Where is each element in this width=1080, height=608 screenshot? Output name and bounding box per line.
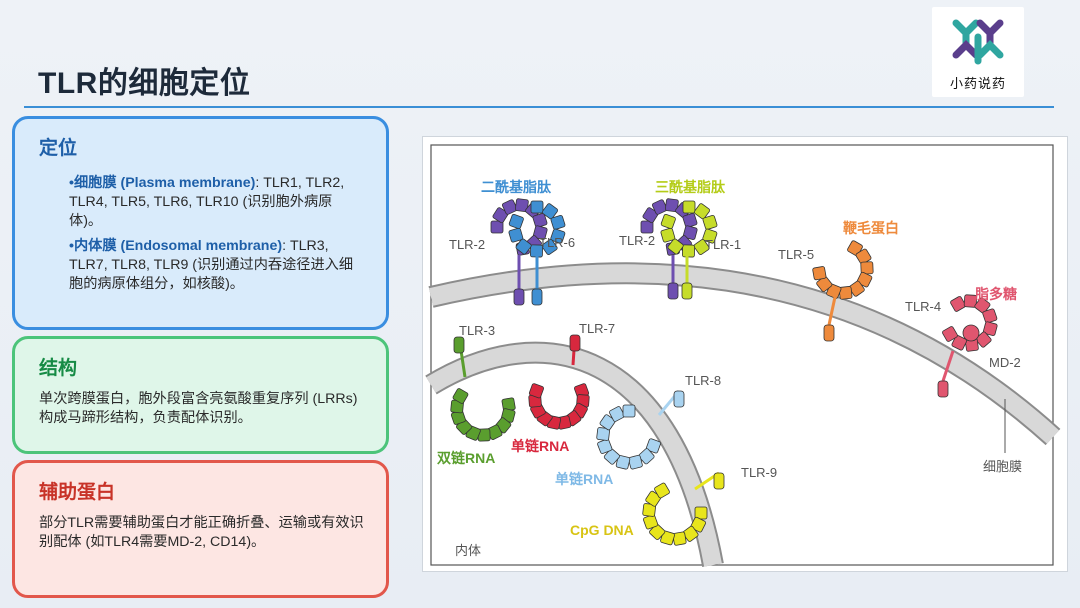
label-tlr5: TLR-5 [778,247,814,262]
tlr6-stalk-tail [531,288,543,306]
label-cpg-dna: CpG DNA [570,522,634,538]
tlr8-stalk-tail [673,390,685,408]
md2-dot [962,324,980,342]
label-tlr2-a: TLR-2 [449,237,485,252]
tlr1-stalk-tail [681,282,693,300]
label-tlr7: TLR-7 [579,321,615,336]
tlr5-horseshoe [812,240,874,300]
tlr9-stalk-tail [713,472,725,490]
label-cell-membrane: 细胞膜 [983,459,1022,474]
label-triacyl-lipopeptide: 三酰基脂肽 [655,179,726,195]
tlr9-horseshoe [642,482,708,546]
label-lps: 脂多糖 [974,286,1017,302]
logo-text: 小药说药 [949,76,1006,91]
tlr4-stalk [941,350,955,382]
tlr5-stalk [827,296,837,326]
tlr4-horseshoe [942,294,998,352]
tlr-localization-diagram: 二酰基脂肽 三酰基脂肽 鞭毛蛋白 脂多糖 双链RNA 单链RNA 单链RNA C… [422,136,1068,572]
auxiliary-heading: 辅助蛋白 [39,482,116,503]
label-tlr8: TLR-8 [685,373,721,388]
tlr2-a-stalk-tail [513,288,525,306]
page-title: TLR的细胞定位 [38,67,251,100]
label-tlr1: TLR-1 [705,237,741,252]
plasma-membrane-text: : TLR1, TLR2, TLR4, TLR5, TLR6, TLR10 (识… [69,175,345,229]
tlr1-horseshoe [660,200,718,258]
label-dsrna: 双链RNA [437,450,495,466]
auxiliary-protein-card: 辅助蛋白 部分TLR需要辅助蛋白才能正确折叠、运输或有效识别配体 (如TLR4需… [12,460,389,598]
label-endosome: 内体 [455,543,481,558]
structure-card: 结构 单次跨膜蛋白，胞外段富含亮氨酸重复序列 (LRRs) 构成马蹄形结构，负责… [12,336,389,454]
structure-heading: 结构 [39,358,78,379]
tlr5-stalk-tail [823,324,835,342]
endosome-membrane-inner [426,343,722,567]
plasma-membrane-label: •细胞膜 (Plasma membrane) [69,175,256,191]
structure-text: 单次跨膜蛋白，胞外段富含亮氨酸重复序列 (LRRs) 构成马蹄形结构，负责配体识… [39,391,358,426]
endosomal-membrane-label: •内体膜 (Endosomal membrane) [69,238,283,254]
label-ssrna-tlr8: 单链RNA [555,471,613,487]
logo-icon [952,19,1004,65]
localization-heading: 定位 [39,138,78,159]
endosomal-membrane-text: : TLR3, TLR7, TLR8, TLR9 (识别通过内吞途径进入细胞的病… [69,238,354,292]
plasma-membrane-item: •细胞膜 (Plasma membrane): TLR1, TLR2, TLR4… [69,174,364,231]
tlr8-horseshoe [596,404,661,470]
tlr7-stalk-tail [569,334,581,352]
label-ssrna-tlr7: 单链RNA [511,438,569,454]
label-flagellin: 鞭毛蛋白 [843,220,899,236]
localization-card: 定位 •细胞膜 (Plasma membrane): TLR1, TLR2, T… [12,116,389,330]
tlr6-horseshoe [508,200,566,258]
label-md2: MD-2 [989,355,1021,370]
logo: 小药说药 [932,7,1024,97]
auxiliary-text: 部分TLR需要辅助蛋白才能正确折叠、运输或有效识别配体 (如TLR4需要MD-2… [39,515,364,550]
tlr2-b-stalk-tail [667,282,679,300]
label-diacyl-lipopeptide: 二酰基脂肽 [481,179,552,195]
endosomal-membrane-item: •内体膜 (Endosomal membrane): TLR3, TLR7, T… [69,237,364,294]
label-tlr3: TLR-3 [459,323,495,338]
tlr7-horseshoe [528,383,590,430]
diagram-svg: 二酰基脂肽 三酰基脂肽 鞭毛蛋白 脂多糖 双链RNA 单链RNA 单链RNA C… [425,144,1061,567]
label-tlr6: TLR-6 [539,235,575,250]
label-tlr4: TLR-4 [905,299,941,314]
tlr3-horseshoe [450,388,516,442]
plasma-membrane-inner [428,264,1060,444]
tlr3-stalk-tail [453,336,465,354]
receptor-layer [450,198,998,546]
tlr4-stalk-tail [937,380,949,398]
label-tlr9: TLR-9 [741,465,777,480]
title-divider [24,106,1054,108]
label-tlr2-b: TLR-2 [619,233,655,248]
